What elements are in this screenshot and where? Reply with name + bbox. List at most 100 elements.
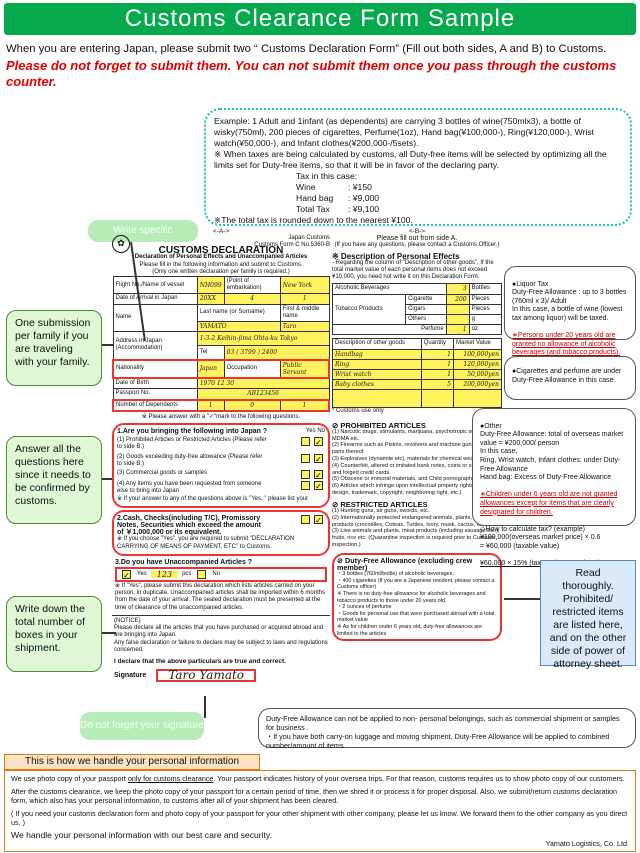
year-field[interactable]: 20XX <box>196 293 225 305</box>
label: Date of Birth <box>112 377 198 390</box>
arrow <box>102 632 116 634</box>
day-field[interactable]: 1 <box>279 293 330 305</box>
label: Tobacco Products <box>331 293 407 326</box>
q1c-yes-checkbox[interactable] <box>301 469 310 479</box>
privacy-banner: This is how we handle your personal info… <box>4 754 260 770</box>
item-qty[interactable] <box>420 389 454 409</box>
q1a-yes-checkbox[interactable] <box>301 437 310 447</box>
q3-no-checkbox[interactable] <box>197 570 207 580</box>
privacy-p1: We use photo copy of your passport only … <box>11 774 629 784</box>
unit: Bottles <box>468 283 503 295</box>
item-qty[interactable]: 1 <box>420 358 454 371</box>
form-sub2: Please fill in the following information… <box>139 261 303 268</box>
embark-field[interactable]: New York <box>279 276 330 295</box>
q2-yes-checkbox[interactable] <box>301 514 310 524</box>
example-p3: ※The total tax is rounded down to the ne… <box>214 215 413 225</box>
q2-note: ※ If you choose "Yes", you are required … <box>117 536 295 550</box>
duty-free-heading: ⊘ Duty-Free Allowance (excluding crew me… <box>337 555 473 573</box>
certify: I declare that the above particulars are… <box>114 657 286 665</box>
side-b-h2: (If you have any questions, please conta… <box>334 242 500 249</box>
label: Nationality <box>112 359 198 379</box>
adult-field[interactable]: 1 <box>196 399 225 412</box>
label: Number of Dependents <box>112 399 198 412</box>
tel-field[interactable]: 03 ( 3799 ) 2400 <box>223 344 330 361</box>
dob-field[interactable]: 1970 12 30 <box>196 377 330 390</box>
q1a-no-checkbox[interactable] <box>314 437 323 447</box>
item-qty[interactable]: 1 <box>420 348 454 360</box>
restricted-heading: ⊘ RESTRICTED ARTICLES <box>332 499 428 509</box>
item-value[interactable]: 100,000yen <box>452 348 503 360</box>
q1b-no-checkbox[interactable] <box>314 453 323 463</box>
tax-row-key: Wine <box>296 182 316 192</box>
label: Tel <box>196 344 225 361</box>
label: Name <box>112 303 198 333</box>
label: Cigarette <box>405 293 447 305</box>
item-desc[interactable]: Wrist watch <box>332 369 422 381</box>
arrow <box>504 598 540 600</box>
other-count[interactable] <box>445 314 470 326</box>
q1c-no-checkbox[interactable] <box>314 469 323 479</box>
flight-field[interactable]: NH099 <box>196 276 225 295</box>
duty-free-text: Duty-Free Allowance can not be applied t… <box>266 714 620 732</box>
q1d-yes-checkbox[interactable] <box>301 481 310 491</box>
japan-customs: Japan Customs <box>288 235 330 242</box>
lastname-field[interactable]: YAMATO <box>196 321 281 333</box>
item-desc[interactable] <box>332 389 422 409</box>
q1: 1.Are you bringing the following into Ja… <box>117 427 268 435</box>
item-value[interactable]: 120,000yen <box>452 358 503 371</box>
q2-no-checkbox[interactable] <box>314 514 323 524</box>
nationality-field[interactable]: Japan <box>196 359 225 379</box>
arrow <box>102 344 114 346</box>
privacy-p2: After the customs clearance, we keep the… <box>11 786 618 806</box>
perfume-count[interactable]: 1 <box>445 324 470 336</box>
alcohol-count[interactable]: 3 <box>445 283 470 295</box>
form-sub3: (Only one written declaration per family… <box>152 268 290 275</box>
item-qty[interactable]: 1 <box>420 369 454 381</box>
q1d: (4) Any items you have been requested fr… <box>117 481 262 495</box>
signature-label: Signature <box>114 672 147 680</box>
label: First & middle name <box>279 303 330 323</box>
item-desc[interactable]: Baby clothes <box>332 379 422 391</box>
warning-text: Please do not forget to submit them. You… <box>6 58 617 89</box>
q1b: (2) Goods exceeding duty-free allowance … <box>117 453 263 467</box>
month-field[interactable]: 4 <box>223 293 281 305</box>
q1c: (3) Commercial goods or samples <box>117 469 208 476</box>
item-value[interactable]: 50,000yen <box>452 369 503 381</box>
item-value[interactable] <box>452 389 503 409</box>
cigar-count[interactable] <box>445 303 470 316</box>
q1d-no-checkbox[interactable] <box>314 481 323 491</box>
tax-block: Tax in this case: Wine: ¥150 Hand bag: ¥… <box>214 171 622 215</box>
under6-field[interactable]: 1 <box>279 399 330 412</box>
cigarette-count[interactable]: 200 <box>445 293 470 305</box>
tax-row-key: Hand bag <box>296 193 334 203</box>
occupation-field[interactable]: Public Servant <box>279 359 330 379</box>
unit: oz <box>468 324 503 336</box>
col-header: Description of other goods <box>332 338 422 350</box>
item-desc[interactable]: Ring <box>332 358 422 371</box>
text: . Your passport indicates history of you… <box>213 774 625 783</box>
item-desc[interactable]: Handbag <box>332 348 422 360</box>
item-qty[interactable]: 5 <box>420 379 454 391</box>
label: (Point of embarkation) <box>223 276 281 295</box>
q3-yes-checkbox[interactable] <box>122 570 131 580</box>
text-underlined: only for customs clearance <box>127 774 214 783</box>
under20-field[interactable]: 0 <box>223 399 281 412</box>
callout-one-submission: One submission per family if you are tra… <box>6 310 102 386</box>
page-title: Customs Clearance Form Sample <box>4 3 636 35</box>
label: Alcoholic Beverages <box>332 283 447 295</box>
item-value[interactable]: 200,000yen <box>452 379 503 391</box>
example-p1: Example: 1 Adult and 1infant (as depende… <box>214 116 595 148</box>
q3-block: 3.Do you have Unaccompanied Articles ? Y… <box>112 556 330 615</box>
address-field[interactable]: 1-3-2 Keihin-jima Ohta-ku Tokyo <box>196 331 330 346</box>
signature-field[interactable]: Taro Yamato <box>156 669 257 683</box>
no-label: No <box>317 427 325 434</box>
q1b-yes-checkbox[interactable] <box>301 453 310 463</box>
example-box: Example: 1 Adult and 1infant (as depende… <box>204 108 632 226</box>
tax-label: Tax in this case: <box>296 171 358 181</box>
unit: Pieces <box>468 303 503 316</box>
firstname-field[interactable]: Taro <box>279 321 330 333</box>
passport-field[interactable]: AB123456 <box>196 388 330 401</box>
privacy-section: We use photo copy of your passport only … <box>4 770 636 852</box>
q3-count-field[interactable]: 123 <box>150 570 179 579</box>
